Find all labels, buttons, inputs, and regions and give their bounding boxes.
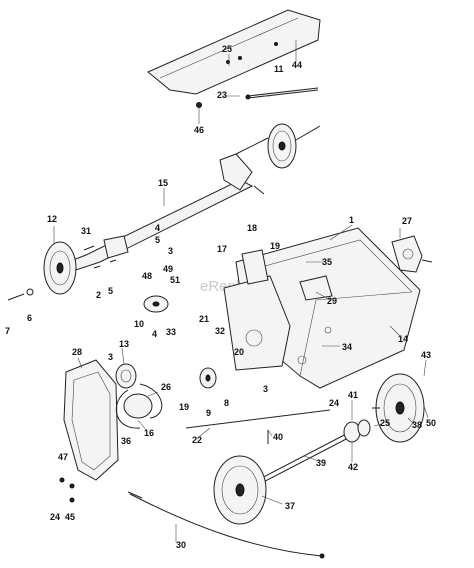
callout-15: 15	[158, 178, 168, 188]
callout-34: 34	[342, 342, 352, 352]
callout-7: 7	[5, 326, 10, 336]
callout-51: 51	[170, 275, 180, 285]
callout-37: 37	[285, 501, 295, 511]
callout-31: 31	[81, 226, 91, 236]
callout-3c: 3	[263, 384, 268, 394]
callout-44: 44	[292, 60, 302, 70]
callout-22: 22	[192, 435, 202, 445]
left-wheel	[43, 241, 77, 295]
pulley-48	[143, 295, 169, 313]
callout-30: 30	[176, 540, 186, 550]
gear-9	[199, 367, 217, 389]
callout-35: 35	[322, 257, 332, 267]
callout-16: 16	[144, 428, 154, 438]
callout-10: 10	[134, 319, 144, 329]
callout-46: 46	[194, 125, 204, 135]
callout-33: 33	[166, 327, 176, 337]
callout-28: 28	[72, 347, 82, 357]
callout-25a: 25	[222, 44, 232, 54]
callout-32: 32	[215, 326, 225, 336]
callout-6: 6	[27, 313, 32, 323]
callout-29: 29	[327, 296, 337, 306]
callout-39: 39	[316, 458, 326, 468]
callout-42: 42	[348, 462, 358, 472]
lower-left-hardware	[59, 477, 75, 503]
shaft-22	[185, 409, 331, 429]
drive-pulley	[115, 363, 163, 429]
callout-2: 2	[96, 290, 101, 300]
upper-right-wheel	[267, 123, 321, 169]
callout-5a: 5	[155, 235, 160, 245]
callout-20: 20	[234, 347, 244, 357]
nut-46	[196, 102, 202, 108]
callout-25b: 25	[380, 418, 390, 428]
front-wheel	[213, 455, 267, 525]
callout-3b: 3	[108, 352, 113, 362]
callout-47: 47	[58, 452, 68, 462]
belt-cover	[63, 359, 119, 481]
callout-40: 40	[273, 432, 283, 442]
callout-4b: 4	[152, 329, 157, 339]
callout-24b: 24	[329, 398, 339, 408]
rod	[245, 87, 319, 100]
callout-18: 18	[247, 223, 257, 233]
callout-11: 11	[274, 64, 284, 74]
callout-49: 49	[163, 264, 173, 274]
leader-lines	[53, 40, 429, 542]
callout-48: 48	[142, 271, 152, 281]
callout-50: 50	[426, 418, 436, 428]
callout-21: 21	[199, 314, 209, 324]
callout-36: 36	[121, 436, 131, 446]
axle-39	[249, 431, 351, 485]
callout-19a: 19	[179, 402, 189, 412]
callout-3a: 3	[168, 246, 173, 256]
callout-13: 13	[119, 339, 129, 349]
callout-41: 41	[348, 390, 358, 400]
callout-26: 26	[161, 382, 171, 392]
callout-23: 23	[217, 90, 227, 100]
callout-1: 1	[349, 215, 354, 225]
cable-30	[127, 491, 325, 559]
callout-4a: 4	[155, 223, 160, 233]
callout-9: 9	[206, 408, 211, 418]
deflector-shield	[147, 9, 321, 95]
callout-8: 8	[224, 398, 229, 408]
callout-38: 38	[412, 420, 422, 430]
callout-12: 12	[47, 214, 57, 224]
left-hardware	[7, 245, 117, 301]
side-plate	[223, 249, 333, 371]
callout-24a: 24	[50, 512, 60, 522]
callout-labels: 1 2 3 3 3 4 4 5 5 6 7 8 9 10 11 12 13 14…	[5, 44, 436, 550]
callout-5b: 5	[108, 286, 113, 296]
hub-41	[343, 419, 371, 443]
callout-43: 43	[421, 350, 431, 360]
callout-45: 45	[65, 512, 75, 522]
callout-19b: 19	[270, 241, 280, 251]
callout-17: 17	[217, 244, 227, 254]
right-drive-wheel	[372, 373, 425, 443]
callout-27: 27	[402, 216, 412, 226]
bracket-27	[391, 235, 433, 273]
callout-14: 14	[398, 334, 408, 344]
axle-assembly	[58, 137, 269, 273]
